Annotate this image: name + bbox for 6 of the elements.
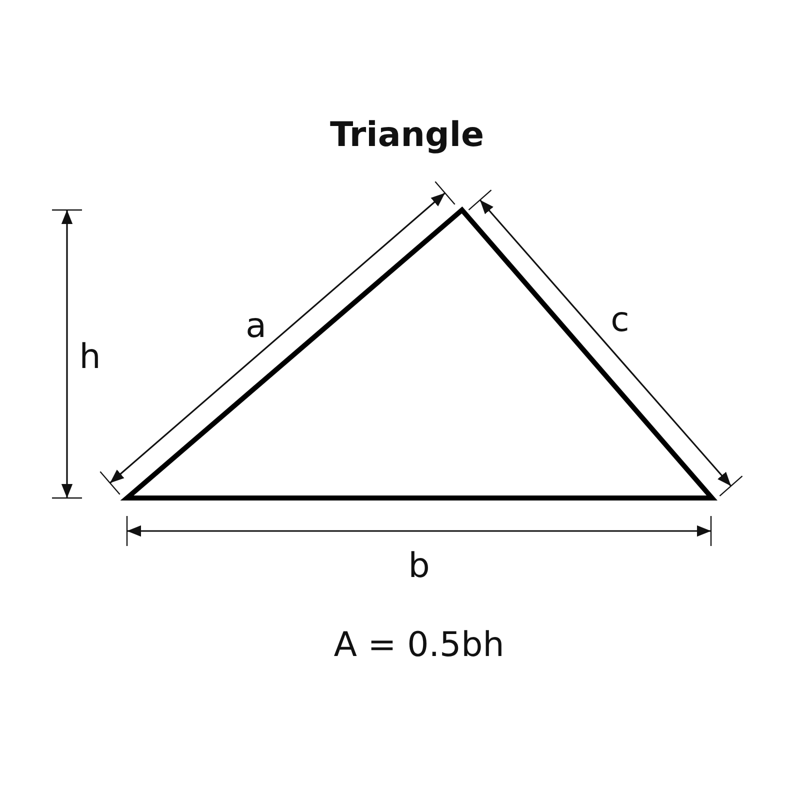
dimension-label: a (246, 309, 266, 343)
dimension-label: c (610, 303, 630, 337)
title: Triangle (330, 118, 484, 152)
dimension-label: h (79, 340, 101, 374)
area-formula: A = 0.5bh (334, 628, 504, 662)
dimension-label: b (408, 549, 430, 583)
